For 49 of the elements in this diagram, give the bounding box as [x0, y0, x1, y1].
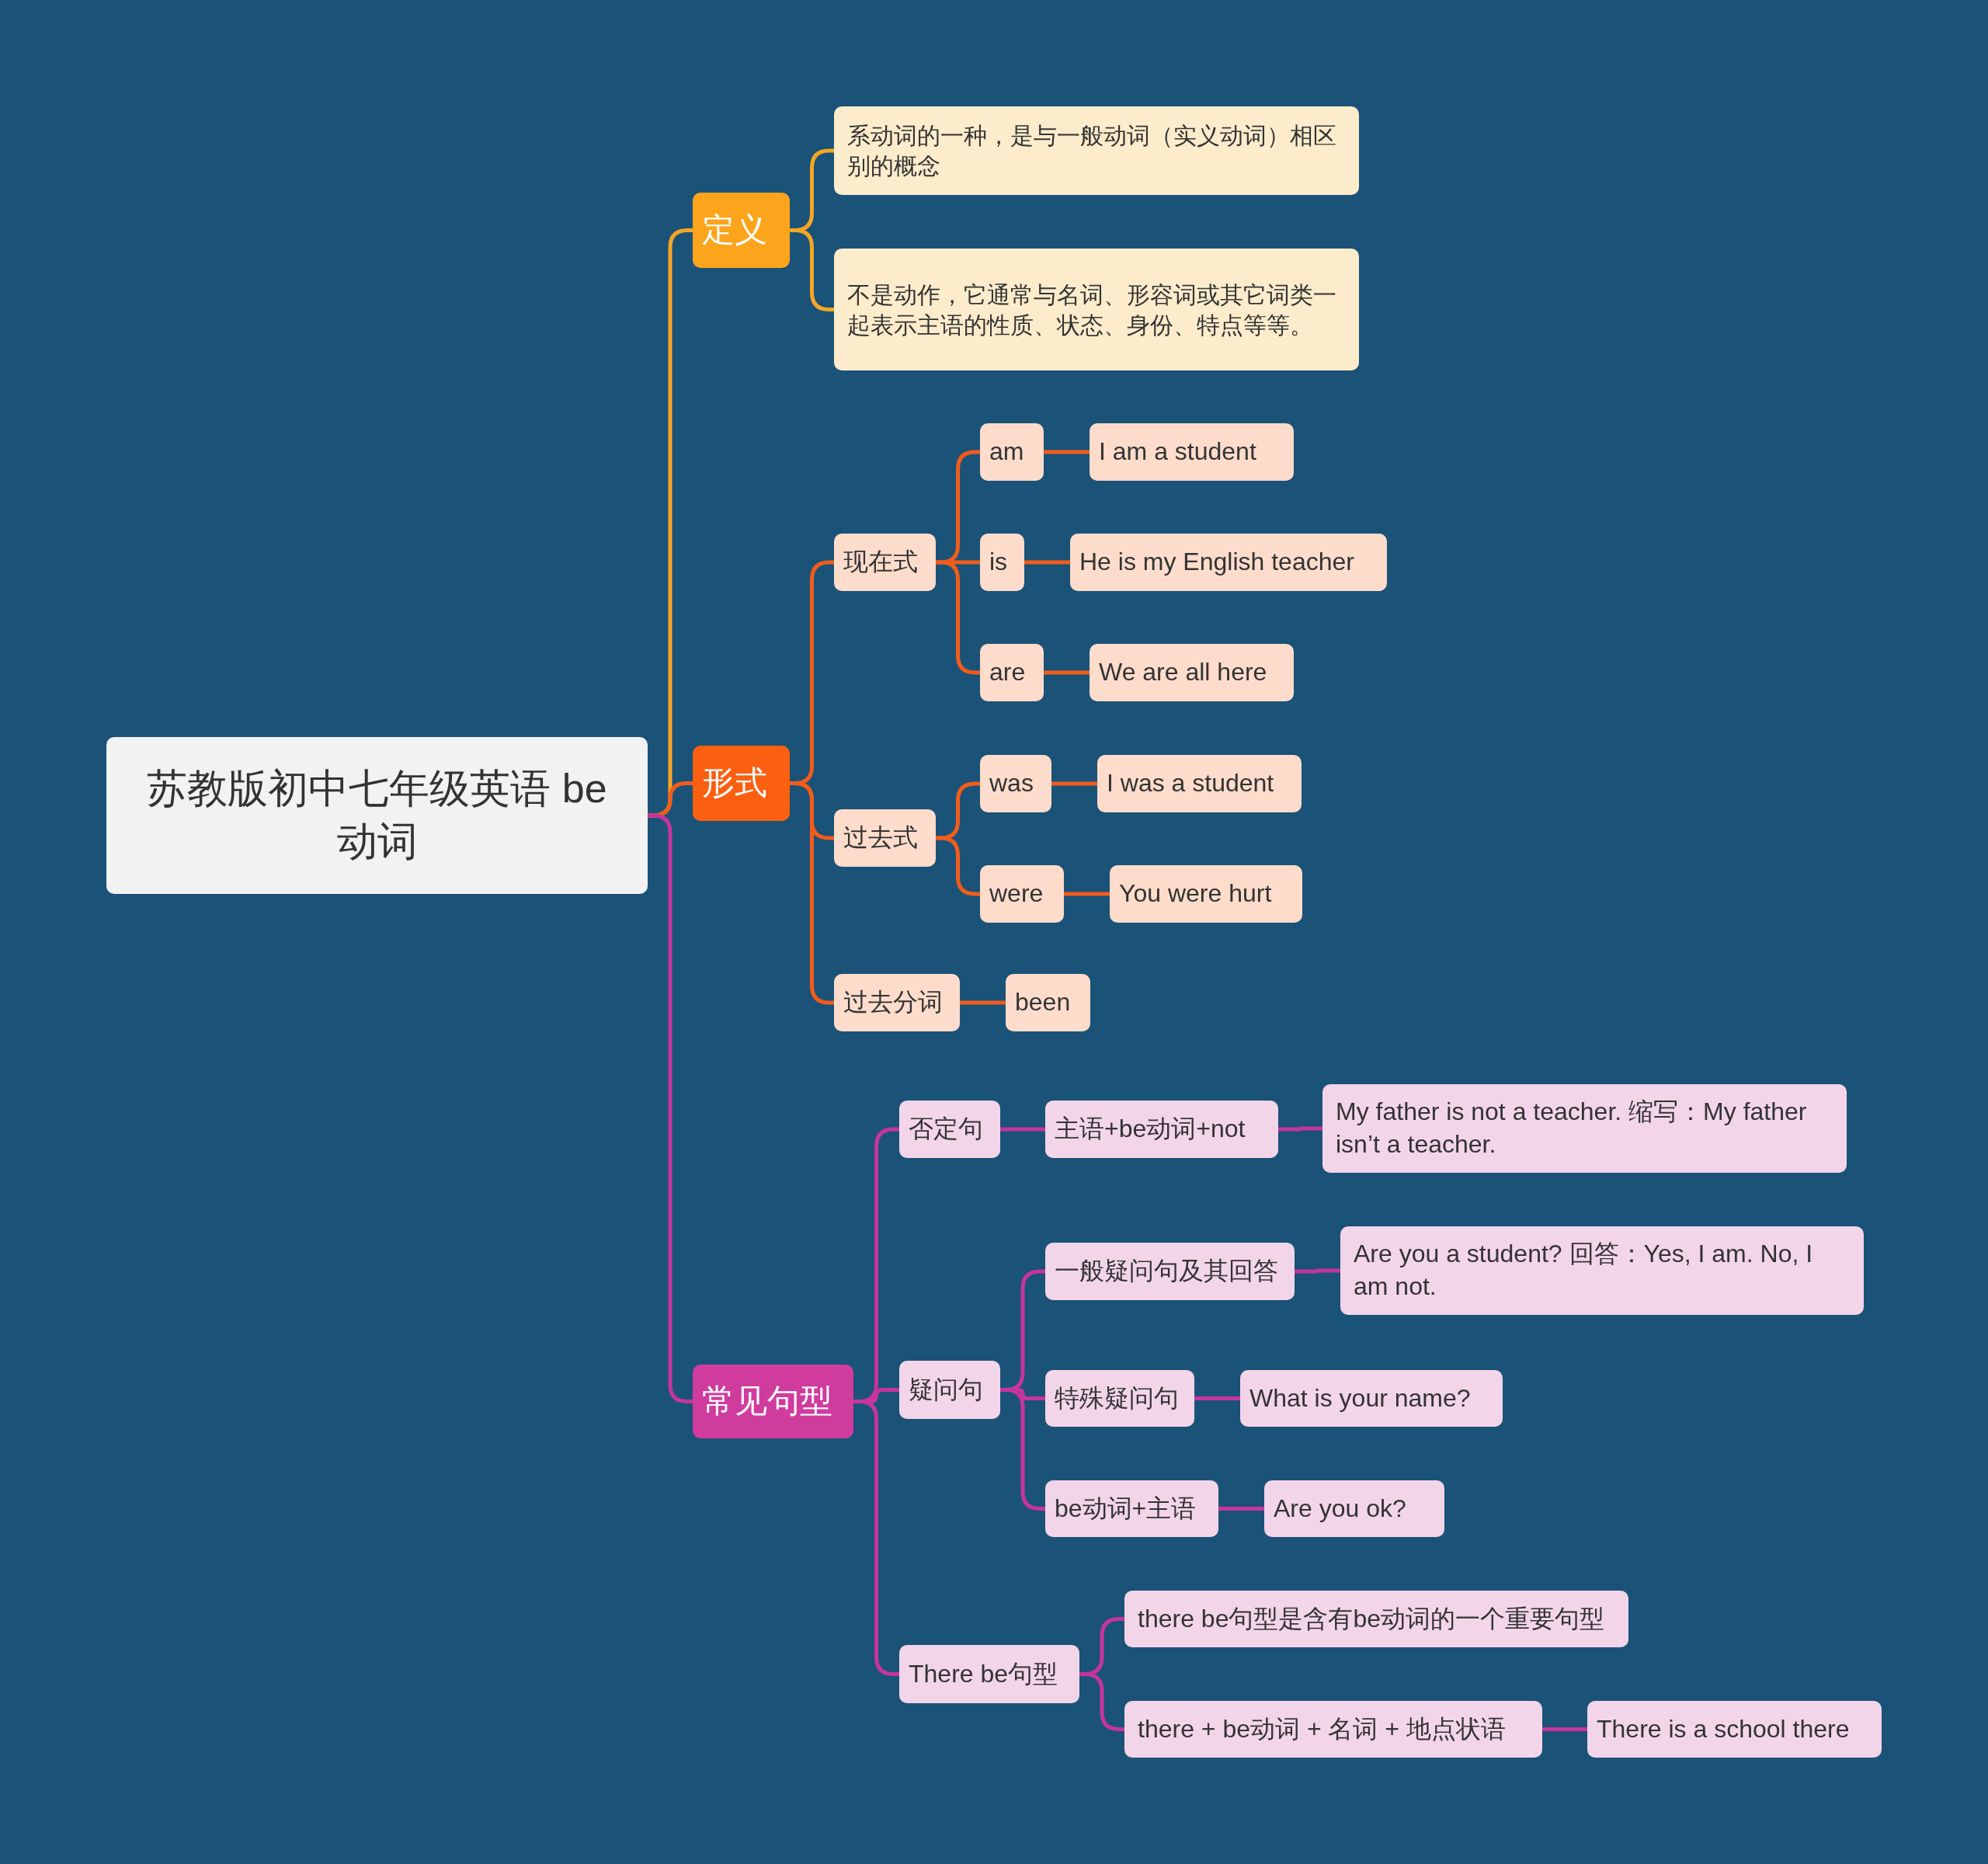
subtopic-box: been — [1006, 974, 1090, 1031]
subtopic-box: Are you ok? — [1264, 1480, 1444, 1537]
connector-line — [1000, 1388, 1045, 1511]
subtopic-box: There is a school there — [1587, 1701, 1882, 1758]
subtopic-box: We are all here — [1090, 644, 1294, 701]
subtopic-box: You were hurt — [1110, 865, 1302, 923]
connector-line — [1218, 1507, 1264, 1511]
subtopic-box: 特殊疑问句 — [1045, 1370, 1194, 1427]
connector-line — [1044, 450, 1090, 454]
subtopic-box: are — [980, 644, 1044, 701]
subtopic-box: there + be动词 + 名词 + 地点状语 — [1124, 1701, 1542, 1758]
subtopic-box: My father is not a teacher. 缩写：My father isn’t a teacher. — [1322, 1084, 1847, 1173]
subtopic-box: 主语+be动词+not — [1045, 1101, 1278, 1158]
subtopic-box: am — [980, 423, 1044, 481]
connector-line — [790, 228, 834, 311]
subtopic-box: There be句型 — [899, 1645, 1079, 1703]
connector-line — [1051, 781, 1097, 786]
branch-topic-box: 定义 — [693, 193, 790, 268]
connector-line — [1000, 1127, 1045, 1132]
subtopic-box: there be句型是含有be动词的一个重要句型 — [1124, 1591, 1628, 1647]
branch-topic-box: 形式 — [693, 746, 790, 821]
subtopic-box: is — [980, 534, 1024, 591]
connector-line — [1064, 892, 1110, 896]
connector-line — [1044, 670, 1090, 675]
connector-line — [1295, 1268, 1340, 1274]
connector-line — [1194, 1396, 1240, 1400]
subtopic-box: Are you a student? 回答：Yes, I am. No, I am not. — [1340, 1226, 1864, 1315]
connector-line — [1278, 1126, 1322, 1132]
connector-line — [960, 1000, 1006, 1005]
subtopic-box: were — [980, 865, 1064, 923]
subtopic-box: What is your name? — [1240, 1370, 1503, 1427]
subtopic-box: was — [980, 755, 1051, 812]
connector-line — [1024, 560, 1070, 565]
subtopic-box: 过去式 — [834, 809, 936, 867]
connector-line — [790, 781, 834, 1005]
subtopic-box: 系动词的一种，是与一般动词（实义动词）相区别的概念 — [834, 106, 1359, 195]
subtopic-box: 过去分词 — [834, 974, 960, 1031]
subtopic-box: 否定句 — [899, 1101, 1000, 1158]
root-topic-box: 苏教版初中七年级英语 be动词 — [106, 737, 648, 894]
subtopic-box: 现在式 — [834, 534, 936, 591]
connector-line — [1542, 1727, 1587, 1731]
subtopic-box: be动词+主语 — [1045, 1480, 1218, 1537]
subtopic-box: 一般疑问句及其回答 — [1045, 1243, 1295, 1300]
branch-topic-box: 常见句型 — [693, 1365, 853, 1438]
subtopic-box: I was a student — [1097, 755, 1302, 812]
subtopic-box: 不是动作，它通常与名词、形容词或其它词类一起表示主语的性质、状态、身份、特点等等。 — [834, 249, 1359, 370]
subtopic-box: He is my English teacher — [1070, 534, 1387, 591]
subtopic-box: I am a student — [1090, 423, 1294, 481]
subtopic-box: 疑问句 — [899, 1361, 1000, 1419]
